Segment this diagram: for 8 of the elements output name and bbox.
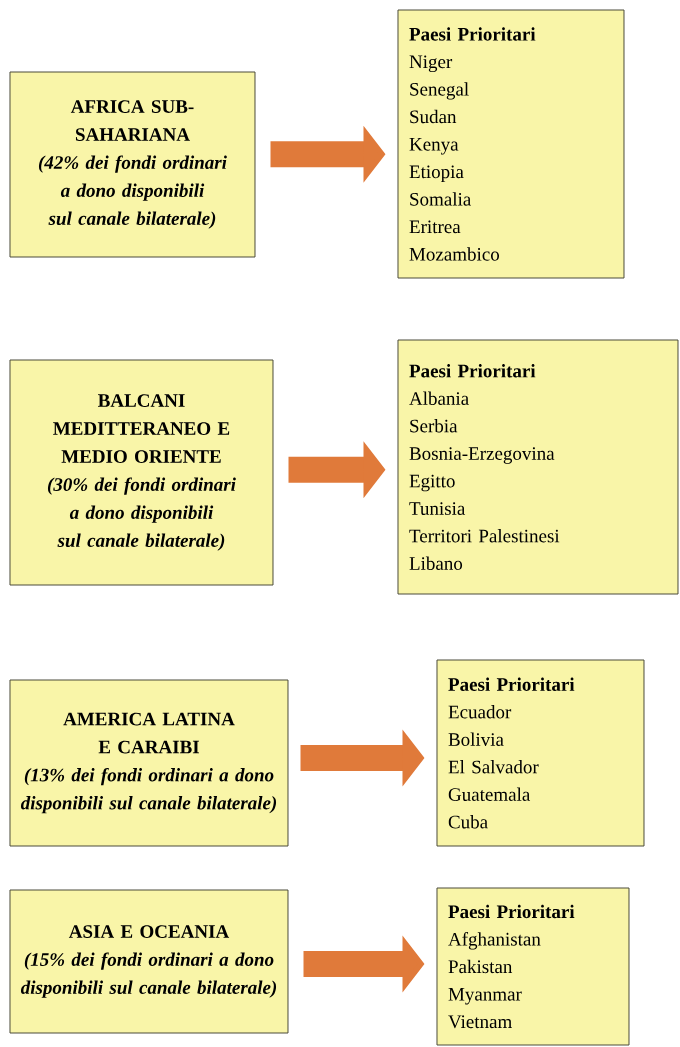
country-list-box: Paesi Prioritari Ecuador Bolivia El Salvador Guatemala Cuba (436, 659, 645, 847)
country-list-box: Paesi Prioritari Albania Serbia Bosnia-Erzegovina Egitto Tunisia Territori Palestinesi Libano (397, 339, 679, 595)
country-list-box: Paesi Prioritari Niger Senegal Sudan Kenya Etiopia Somalia Eritrea Mozambico (397, 9, 625, 279)
country-list-box: Paesi Prioritari Afghanistan Pakistan Myanmar Vietnam (436, 887, 630, 1046)
region-box: AFRICA SUB-SAHARIANA (42% dei fondi ordinari a dono disponibili sul canale bilaterale) (9, 71, 256, 258)
region-box: AMERICA LATINA E CARAIBI (13% dei fondi ordinari a dono disponibili sul canale bilaterale) (9, 679, 289, 847)
region-box: BALCANI MEDITTERANEO E MEDIO ORIENTE (30% dei fondi ordinari a dono disponibili sul canale bilaterale) (9, 359, 274, 586)
region-box: ASIA E OCEANIA (15% dei fondi ordinari a dono disponibili sul canale bilaterale) (9, 889, 289, 1034)
